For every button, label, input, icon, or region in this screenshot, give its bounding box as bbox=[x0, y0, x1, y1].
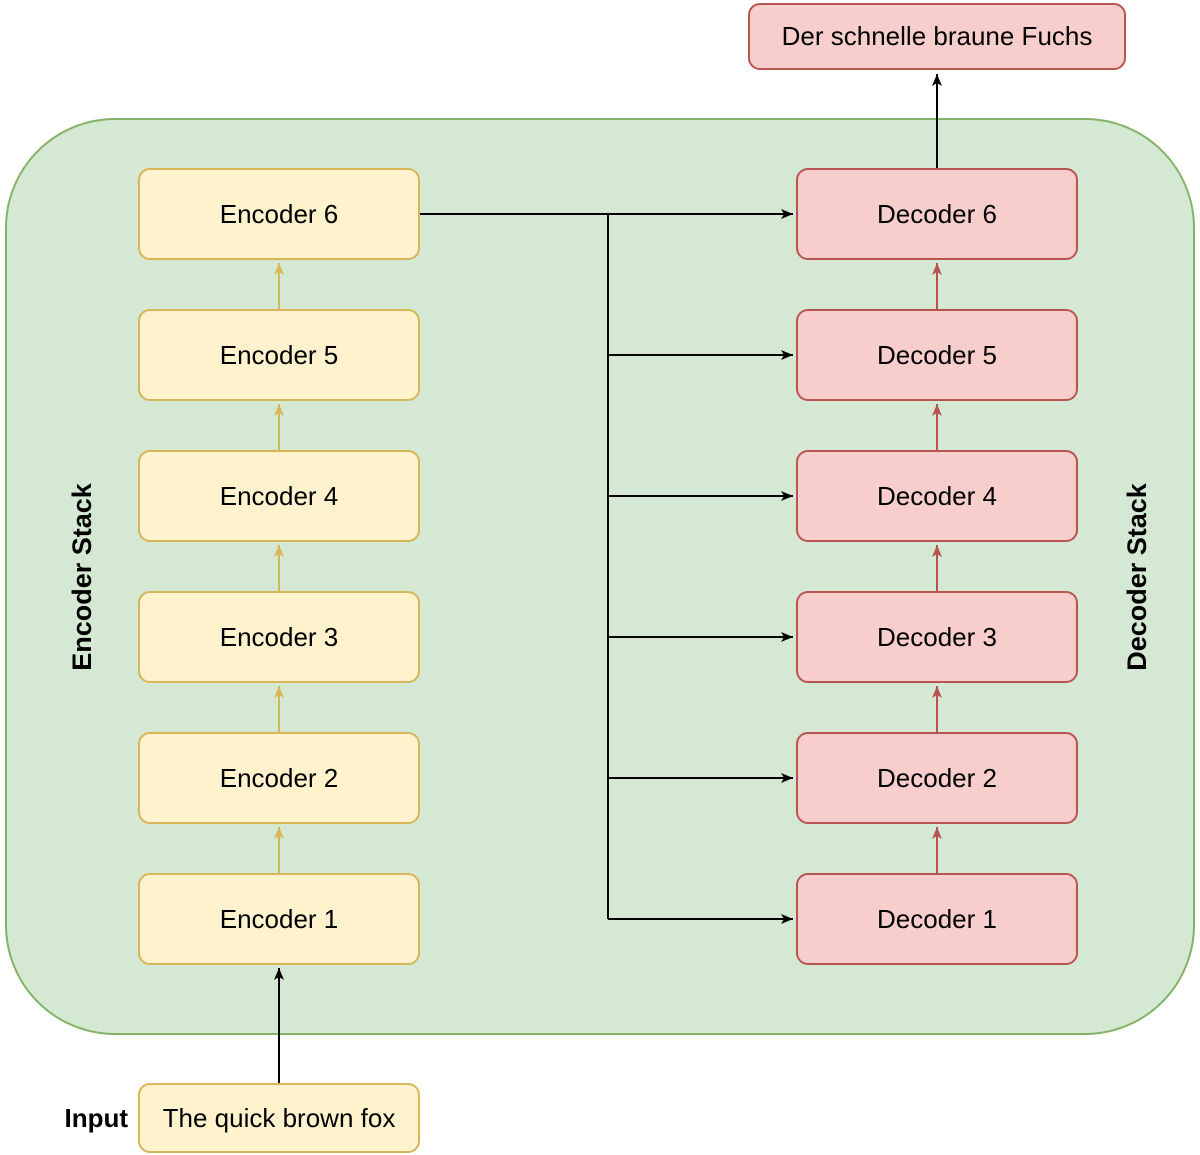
decoder-box-2: Decoder 2 bbox=[796, 732, 1078, 824]
input-box: The quick brown fox bbox=[138, 1083, 420, 1153]
encoder-box-5: Encoder 5 bbox=[138, 309, 420, 401]
encoder-stack-label: Encoder Stack bbox=[67, 483, 97, 671]
input-label: Input bbox=[64, 1103, 128, 1133]
decoder-box-6: Decoder 6 bbox=[796, 168, 1078, 260]
encoder-box-1: Encoder 1 bbox=[138, 873, 420, 965]
output-box: Der schnelle braune Fuchs bbox=[748, 3, 1126, 70]
encoder-box-4: Encoder 4 bbox=[138, 450, 420, 542]
decoder-box-4: Decoder 4 bbox=[796, 450, 1078, 542]
encoder-box-3: Encoder 3 bbox=[138, 591, 420, 683]
encoder-box-6: Encoder 6 bbox=[138, 168, 420, 260]
decoder-box-3: Decoder 3 bbox=[796, 591, 1078, 683]
encoder-box-2: Encoder 2 bbox=[138, 732, 420, 824]
decoder-box-5: Decoder 5 bbox=[796, 309, 1078, 401]
decoder-box-1: Decoder 1 bbox=[796, 873, 1078, 965]
decoder-stack-label: Decoder Stack bbox=[1122, 483, 1152, 671]
